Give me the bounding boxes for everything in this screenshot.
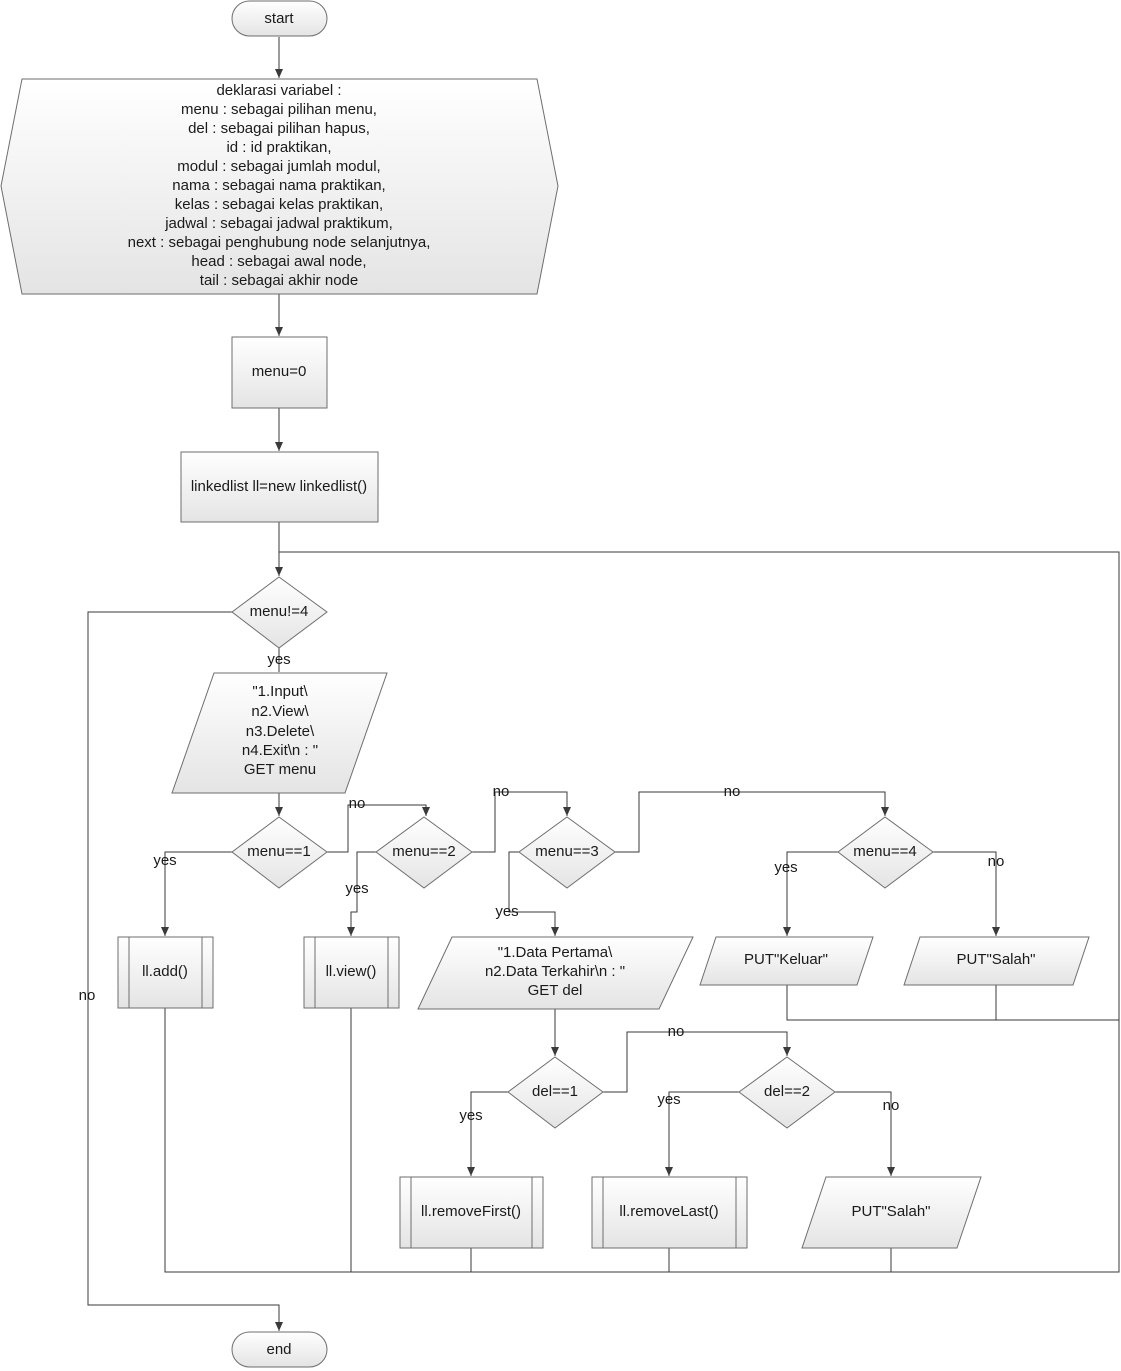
menu-io-line: n3.Delete\: [246, 723, 315, 740]
loop-yes-label: yes: [267, 651, 290, 668]
m3-yes-label: yes: [495, 903, 518, 920]
declaration-line: deklarasi variabel :: [216, 82, 341, 99]
edge-m3-yes: [508, 851, 559, 936]
linkedlist-init-label: linkedlist ll=new linkedlist(): [191, 478, 367, 495]
menu4-decision: menu==4: [837, 816, 934, 889]
del1-label: del==1: [532, 1083, 578, 1100]
salah1-label: PUT"Salah": [956, 951, 1035, 968]
keluar-label: PUT"Keluar": [744, 951, 828, 968]
declaration-line: modul : sebagai jumlah modul,: [177, 158, 380, 175]
declaration-line: head : sebagai awal node,: [191, 253, 366, 270]
del2-decision: del==2: [738, 1056, 836, 1129]
menu1-label: menu==1: [247, 843, 310, 860]
d1-yes-label: yes: [459, 1107, 482, 1124]
menu-init-label: menu=0: [252, 363, 307, 380]
m1-no-label: no: [349, 795, 366, 812]
view-label: ll.view(): [326, 963, 377, 980]
d2-no-label: no: [883, 1097, 900, 1114]
edge-m2-yes: [347, 851, 376, 936]
edge-d1-no: [603, 1031, 791, 1093]
declaration-line: del : sebagai pilihan hapus,: [188, 120, 370, 137]
menu-io-line: n2.View\: [251, 703, 309, 720]
remove-last-predefined-process: ll.removeLast(): [591, 1176, 748, 1249]
edge-m4-no: [933, 851, 1000, 936]
start-terminal: start: [231, 0, 328, 37]
del2-label: del==2: [764, 1083, 810, 1100]
delete-io-line: n2.Data Terkahir\n : ": [485, 963, 625, 980]
declaration-line: nama : sebagai nama praktikan,: [172, 177, 385, 194]
remove-first-predefined-process: ll.removeFirst(): [399, 1176, 544, 1249]
start-label: start: [264, 10, 294, 27]
declaration-line: jadwal : sebagai jadwal praktikum,: [164, 215, 393, 232]
edge-loop-back: [164, 551, 1120, 1273]
remove-first-label: ll.removeFirst(): [421, 1203, 521, 1220]
declaration-preparation: deklarasi variabel : menu : sebagai pili…: [0, 78, 559, 295]
menu4-label: menu==4: [853, 843, 916, 860]
salah-output-2: PUT"Salah": [801, 1176, 982, 1249]
add-label: ll.add(): [142, 963, 188, 980]
delete-input-output: "1.Data Pertama\ n2.Data Terkahir\n : " …: [417, 936, 694, 1010]
menu-io-line: "1.Input\: [252, 683, 308, 700]
view-predefined-process: ll.view(): [303, 936, 400, 1009]
d1-no-label: no: [668, 1023, 685, 1040]
menu-io-line: GET menu: [244, 761, 316, 778]
edge-keluar-join: [786, 985, 1119, 1021]
declaration-line: next : sebagai penghubung node selanjutn…: [128, 234, 431, 251]
m2-yes-label: yes: [345, 880, 368, 897]
declaration-line: tail : sebagai akhir node: [200, 272, 358, 289]
del1-decision: del==1: [507, 1056, 604, 1129]
menu-init-process: menu=0: [231, 336, 328, 409]
delete-io-line: GET del: [528, 982, 583, 999]
edge-m4-yes: [783, 851, 838, 936]
end-terminal: end: [231, 1331, 328, 1368]
menu2-label: menu==2: [392, 843, 455, 860]
m2-no-label: no: [493, 783, 510, 800]
linkedlist-init-process: linkedlist ll=new linkedlist(): [180, 451, 379, 523]
delete-io-line: "1.Data Pertama\: [498, 944, 613, 961]
edge-m2-no: [472, 791, 571, 853]
edge-d2-yes: [665, 1091, 739, 1176]
menu2-decision: menu==2: [375, 816, 473, 889]
menu-input-output: "1.Input\ n2.View\ n3.Delete\ n4.Exit\n …: [171, 672, 388, 794]
keluar-output: PUT"Keluar": [699, 936, 874, 986]
add-predefined-process: ll.add(): [117, 936, 214, 1009]
edge-labels: yes no yes no yes no yes no yes no yes n…: [79, 651, 1005, 1124]
menu3-decision: menu==3: [518, 816, 616, 889]
loop-decision: menu!=4: [231, 576, 328, 649]
declaration-line: kelas : sebagai kelas praktikan,: [175, 196, 383, 213]
remove-last-label: ll.removeLast(): [619, 1203, 718, 1220]
m4-yes-label: yes: [774, 859, 797, 876]
edge-loop-no: [87, 611, 283, 1331]
m1-yes-label: yes: [153, 852, 176, 869]
edge-d1-yes: [467, 1091, 508, 1176]
salah2-label: PUT"Salah": [851, 1203, 930, 1220]
menu-io-line: n4.Exit\n : ": [242, 742, 318, 759]
d2-yes-label: yes: [657, 1091, 680, 1108]
loop-no-label: no: [79, 987, 96, 1004]
menu3-label: menu==3: [535, 843, 598, 860]
connectors: [87, 37, 1120, 1331]
menu1-decision: menu==1: [231, 816, 328, 889]
edge-d2-no: [835, 1091, 895, 1176]
loop-condition-label: menu!=4: [250, 603, 309, 620]
declaration-line: menu : sebagai pilihan menu,: [181, 101, 377, 118]
end-label: end: [266, 1341, 291, 1358]
declaration-line: id : id praktikan,: [226, 139, 331, 156]
m3-no-label: no: [724, 783, 741, 800]
edge-m1-yes: [161, 851, 232, 936]
m4-no-label: no: [988, 853, 1005, 870]
salah-output-1: PUT"Salah": [903, 936, 1090, 986]
edge-m1-no: [327, 804, 430, 853]
edge-m3-no: [615, 791, 889, 853]
